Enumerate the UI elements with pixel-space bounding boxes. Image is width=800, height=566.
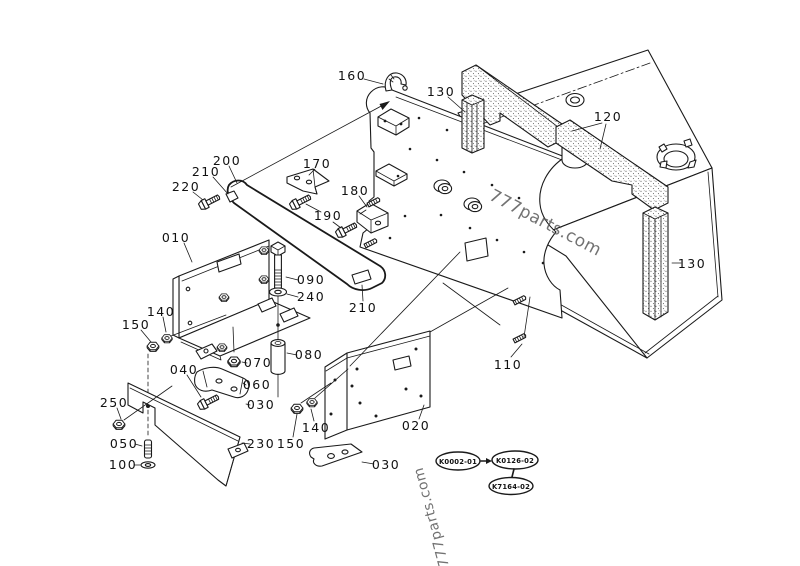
bolt-190b: [334, 219, 360, 240]
grommet-hole: [565, 92, 585, 108]
callout-130-right: 130: [678, 256, 706, 271]
callout-labels: 160 130 120 130 200 210 220 170 190 180 …: [100, 68, 706, 472]
watermark-side: 777parts.com: [411, 465, 453, 566]
callout-090: 090: [297, 272, 325, 287]
bolt-090: [270, 241, 286, 289]
callout-250: 250: [100, 395, 128, 410]
callout-170: 170: [303, 156, 331, 171]
callout-140-right: 140: [302, 420, 330, 435]
callout-030-left: 030: [247, 397, 275, 412]
right-post: [642, 206, 669, 321]
callout-080: 080: [295, 347, 323, 362]
strap-brace-200: [225, 179, 387, 291]
callout-060: 060: [243, 377, 271, 392]
callout-240: 240: [297, 289, 325, 304]
callout-150-left: 150: [122, 317, 150, 332]
callout-190: 190: [314, 208, 342, 223]
bolt-190a: [288, 191, 314, 212]
bracket-180: [356, 196, 389, 249]
strap-clip-right: [351, 269, 372, 285]
bracket-020-holes: [329, 347, 423, 418]
nut-250: [112, 419, 126, 430]
flow-arrowhead: [486, 458, 492, 464]
cover-panel-230: [127, 382, 249, 487]
ref-node-label: K0126-02: [496, 457, 534, 465]
washer-100: [140, 461, 156, 469]
ref-node-label: K0002-01: [439, 458, 477, 466]
callout-100: 100: [109, 457, 137, 472]
plate-holes: [388, 116, 545, 265]
ref-node-k0126[interactable]: K0126-02: [491, 450, 539, 470]
nut-150a: [146, 341, 160, 352]
hook-clamp: [384, 72, 408, 92]
nut-140b: [306, 398, 318, 408]
plate-clip: [375, 163, 408, 187]
nut-070: [227, 356, 241, 368]
assembly-arrowhead: [379, 101, 390, 110]
ref-node-k0002[interactable]: K0002-01: [435, 451, 481, 471]
callout-140-left: 140: [147, 304, 175, 319]
callout-110: 110: [494, 357, 522, 372]
callout-200: 200: [213, 153, 241, 168]
spacer-080: [270, 339, 286, 375]
ref-node-k7164[interactable]: K7164-02: [488, 476, 534, 496]
callout-180: 180: [341, 183, 369, 198]
callout-230: 230: [247, 436, 275, 451]
callout-160: 160: [338, 68, 366, 83]
callout-070: 070: [244, 355, 272, 370]
ref-node-label: K7164-02: [492, 483, 530, 491]
strap-clip-left: [225, 190, 239, 203]
callout-220: 220: [172, 179, 200, 194]
mounting-plate: [359, 86, 566, 319]
bolt-220: [197, 191, 223, 212]
left-post: [461, 94, 485, 154]
nut-150b: [290, 403, 304, 414]
box-bracket-010: [172, 239, 311, 361]
washer-240: [268, 287, 288, 297]
callout-050: 050: [110, 436, 138, 451]
callout-210-upper: 210: [192, 164, 220, 179]
plate-tab-bracket: [377, 108, 410, 136]
support-bars: [461, 64, 669, 321]
callout-010: 010: [162, 230, 190, 245]
bracket-030-bottom: [309, 443, 363, 467]
bracket-170: [286, 168, 330, 195]
leader-lines: [116, 78, 682, 466]
callout-040: 040: [170, 362, 198, 377]
callout-030-bottom: 030: [372, 457, 400, 472]
bracket-020: [324, 330, 431, 440]
cap-ring: [656, 138, 697, 171]
callout-210-lower: 210: [349, 300, 377, 315]
bracket-030-left: [194, 366, 250, 399]
callout-130-left: 130: [427, 84, 455, 99]
callout-120: 120: [594, 109, 622, 124]
callout-020: 020: [402, 418, 430, 433]
callout-150-right: 150: [277, 436, 305, 451]
reference-code-chart: K0002-01 K0126-02 K7164-02: [435, 450, 539, 496]
